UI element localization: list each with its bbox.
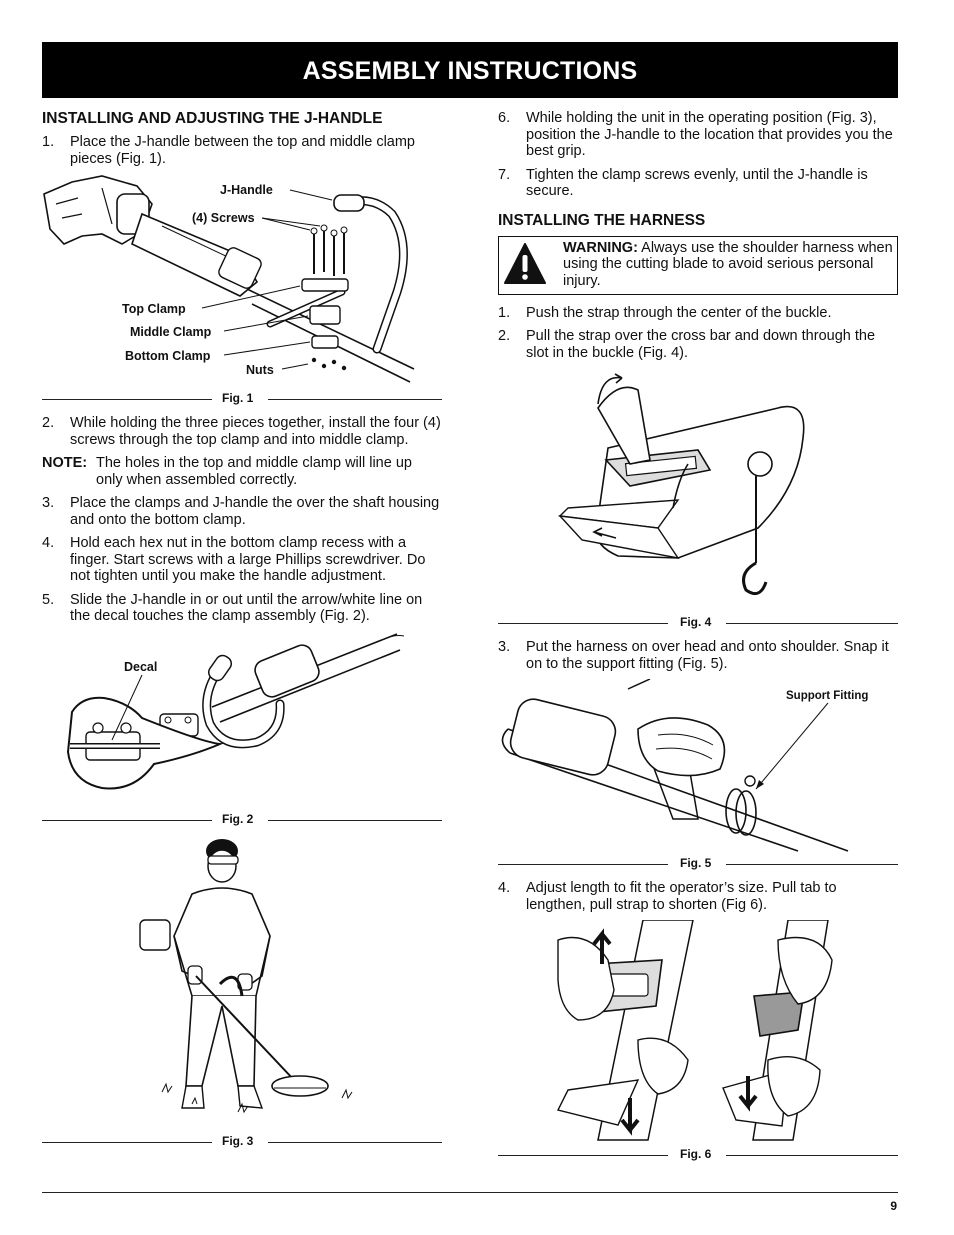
step-number: 2. xyxy=(498,328,511,344)
jhandle-clamp-illustration: J-Handle (4) Screws Top Clamp Middle Cla… xyxy=(43,175,415,383)
decal-alignment-illustration: Decal xyxy=(66,632,405,789)
note-label: NOTE: xyxy=(42,455,88,471)
step-text: Hold each hex nut in the bottom clamp re… xyxy=(70,535,426,584)
step-text: Place the J-handle between the top and m… xyxy=(70,134,415,167)
harness-step-2: 2. Pull the strap over the cross bar and… xyxy=(498,328,898,361)
header-banner: ASSEMBLY INSTRUCTIONS xyxy=(42,42,898,98)
figure-1: J-Handle (4) Screws Top Clamp Middle Cla… xyxy=(42,174,442,389)
label-nuts: Nuts xyxy=(246,363,274,377)
support-fitting-illustration: Support Fitting xyxy=(501,679,868,852)
figure-5-caption: Fig. 5 xyxy=(498,856,898,872)
label-jhandle: J-Handle xyxy=(220,183,273,197)
figure-2: Decal xyxy=(42,632,442,810)
warning-box: WARNING: Always use the shoulder harness… xyxy=(498,235,898,295)
warning-text: Always use the shoulder harness when usi… xyxy=(563,239,893,289)
caption-text: Fig. 3 xyxy=(222,1133,254,1148)
warning-text-block: WARNING: Always use the shoulder harness… xyxy=(563,240,895,290)
caption-text: Fig. 2 xyxy=(222,811,254,826)
step-5: 5. Slide the J-handle in or out until th… xyxy=(42,592,442,625)
harness-step-3: 3. Put the harness on over head and onto… xyxy=(498,639,898,672)
step-text: Place the clamps and J-handle the over t… xyxy=(70,495,440,528)
step-number: 4. xyxy=(498,880,511,896)
harness-step-1: 1. Push the strap through the center of … xyxy=(498,305,898,322)
step-number: 7. xyxy=(498,166,511,183)
note-text: The holes in the top and middle clamp wi… xyxy=(96,455,412,488)
figure-1-caption: Fig. 1 xyxy=(42,391,442,407)
warning-label: WARNING: xyxy=(563,239,638,256)
step-text: Slide the J-handle in or out until the a… xyxy=(70,591,423,625)
step-text: Adjust length to fit the operator’s size… xyxy=(526,880,837,913)
buckle-strap-illustration xyxy=(558,373,805,596)
figure-6 xyxy=(498,920,898,1145)
step-7: 7. Tighten the clamp screws evenly, unti… xyxy=(498,167,898,200)
label-top-clamp: Top Clamp xyxy=(122,302,186,316)
step-number: 1. xyxy=(498,304,511,321)
strap-length-adjust-illustration xyxy=(556,920,833,1141)
step-text: Pull the strap over the cross bar and do… xyxy=(526,328,876,361)
step-6: 6. While holding the unit in the operati… xyxy=(498,110,898,160)
step-text: Put the harness on over head and onto sh… xyxy=(526,639,889,672)
label-support-fitting: Support Fitting xyxy=(786,690,868,702)
step-number: 2. xyxy=(42,415,55,431)
right-column: 6. While holding the unit in the operati… xyxy=(498,110,898,1171)
figure-6-caption: Fig. 6 xyxy=(498,1147,898,1163)
step-1: 1. Place the J-handle between the top an… xyxy=(42,134,442,167)
step-text: While holding the three pieces together,… xyxy=(70,415,441,448)
label-bottom-clamp: Bottom Clamp xyxy=(125,349,211,363)
operator-position-illustration xyxy=(139,838,353,1113)
step-3: 3. Place the clamps and J-handle the ove… xyxy=(42,495,442,528)
step-number: 4. xyxy=(42,535,55,551)
figure-3-caption: Fig. 3 xyxy=(42,1134,442,1150)
step-number: 1. xyxy=(42,134,55,150)
harness-step-4: 4. Adjust length to fit the operator’s s… xyxy=(498,880,898,913)
label-middle-clamp: Middle Clamp xyxy=(130,325,212,339)
label-screws: (4) Screws xyxy=(192,211,255,225)
step-number: 6. xyxy=(498,110,511,126)
step-text: Tighten the clamp screws evenly, until t… xyxy=(526,166,868,200)
figure-2-caption: Fig. 2 xyxy=(42,812,442,828)
page-number: 9 xyxy=(890,1199,897,1213)
caption-text: Fig. 4 xyxy=(680,615,712,629)
figure-3 xyxy=(42,836,442,1132)
caption-text: Fig. 1 xyxy=(222,391,254,405)
warning-triangle-icon xyxy=(504,242,546,284)
section-title-harness: INSTALLING THE HARNESS xyxy=(498,211,706,229)
step-number: 5. xyxy=(42,591,55,608)
caption-text: Fig. 5 xyxy=(680,856,712,870)
figure-5: Support Fitting xyxy=(498,679,898,854)
footer-rule xyxy=(42,1192,898,1193)
step-2: 2. While holding the three pieces togeth… xyxy=(42,415,442,448)
step-number: 3. xyxy=(498,639,511,655)
note: NOTE: The holes in the top and middle cl… xyxy=(42,455,442,488)
figure-4-caption: Fig. 4 xyxy=(498,615,898,631)
step-4: 4. Hold each hex nut in the bottom clamp… xyxy=(42,535,442,585)
section-title-jhandle: INSTALLING AND ADJUSTING THE J-HANDLE xyxy=(42,110,383,127)
step-text: While holding the unit in the operating … xyxy=(526,110,893,159)
step-number: 3. xyxy=(42,495,55,511)
label-decal: Decal xyxy=(124,660,157,674)
figure-4 xyxy=(498,368,898,613)
page-title: ASSEMBLY INSTRUCTIONS xyxy=(302,57,638,85)
left-column: INSTALLING AND ADJUSTING THE J-HANDLE 1.… xyxy=(42,110,442,1158)
step-text: Push the strap through the center of the… xyxy=(526,304,832,321)
caption-text: Fig. 6 xyxy=(680,1147,712,1161)
